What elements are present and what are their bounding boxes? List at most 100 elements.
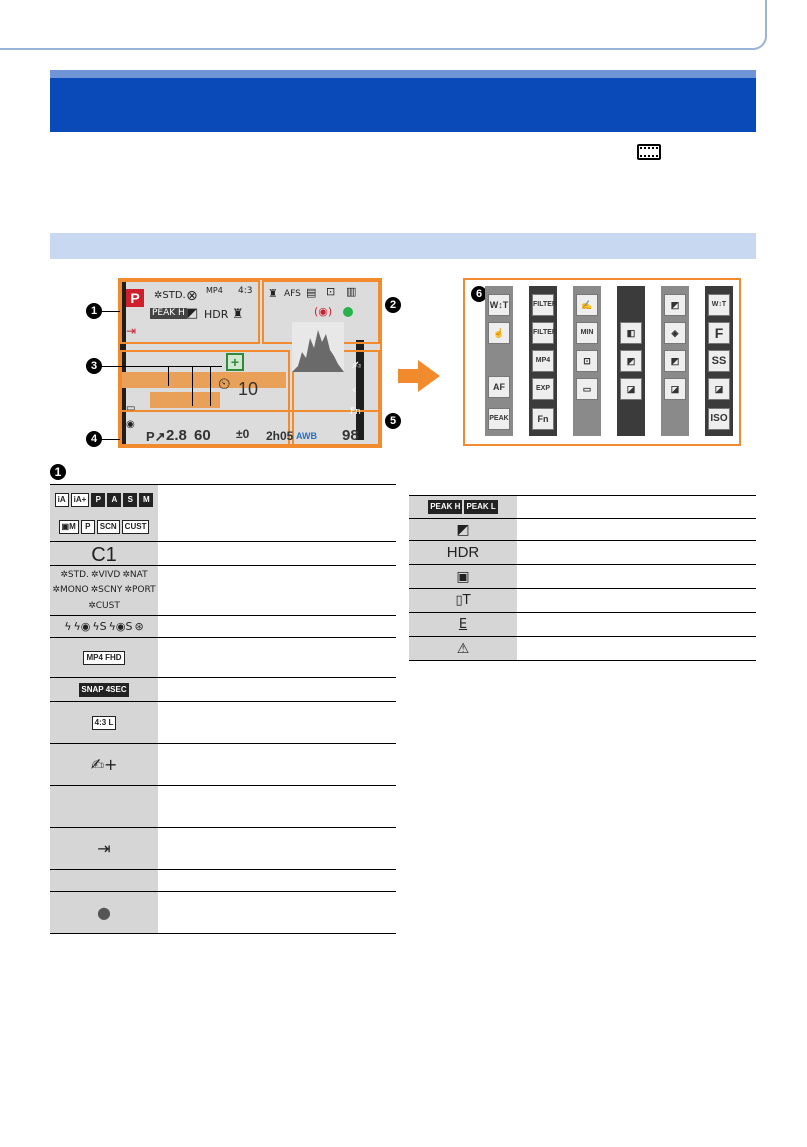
battery-icon: ▥ [346,285,357,298]
iso-tile[interactable]: ISO [708,408,730,430]
table-row: HDR [409,541,756,565]
burst-icon: ▤ [306,286,317,299]
row-description [158,892,396,933]
table-row: 4:3 L [50,702,396,744]
c1-label: C1 [91,544,117,566]
custom-icon: ✲CUST [88,601,120,612]
right-icon-table: PEAK H PEAK L ◩ HDR ▣ ▯T E ⚠ [409,495,756,661]
ae-lock-icon: ◉ [126,419,135,430]
camera-icon-cell: ● [50,892,158,933]
aperture-tile[interactable]: F [708,322,730,344]
touch-shutter-tile[interactable]: ☝ [488,322,510,344]
filter-effect-tile[interactable]: ✍ [576,294,598,316]
exposure-comp-tile[interactable]: ◪ [708,378,730,400]
snap-movie-icons: SNAP 4SEC [50,678,158,701]
time-stamp-icon: ▯T [455,593,471,608]
arrow-body [398,369,420,383]
recording-mode-badge: P [126,289,144,307]
custom-set-icon: C1 [50,542,158,566]
table-row: E [409,613,756,637]
touch-ae-tile[interactable]: AF [488,376,510,398]
row-description [517,613,756,636]
row-description [158,786,396,827]
multi-exposure-cell: ▣ [409,565,517,588]
exp-comp-tile[interactable]: ◪ [620,378,642,400]
level-icon: ♜ [232,307,244,322]
fn-tile[interactable]: Fn [532,408,554,430]
focus-indicator-dot [343,307,353,317]
panorama-icon: P [80,519,95,534]
table-row: ▣ [409,565,756,589]
callout-6: 6 [471,286,487,302]
electronic-shutter-cell: E [409,613,517,636]
std-icon: ✲STD. [60,569,89,580]
flash-slow-redeye-icon: ϟ◉S [108,620,133,633]
overheat-cell: ⚠ [409,637,517,660]
title-band-shade [50,70,756,78]
highlight-tile[interactable]: ◩ [664,294,686,316]
callout-3-leader-c [210,366,211,406]
area-4-box [120,410,380,446]
contrast-tile[interactable]: ◧ [620,322,642,344]
brightness-tile[interactable]: ◩ [620,350,642,372]
creative-icon: CUST [121,519,150,534]
filter-icon: ✍ [352,359,362,372]
callout-3-leader [102,366,222,367]
defocus-tile[interactable]: ⊡ [576,350,598,372]
metering-icon: (◉) [314,305,333,318]
camera-icon: ● [97,903,111,922]
callout-2: 2 [385,297,401,313]
white-balance-value: AWB [296,431,317,441]
stabilizer-icon: ♜ [268,287,278,300]
filter-effect-icon: ✍+ [50,744,158,785]
table-row: ϟ ϟ◉ ϟS ϟ◉S ⊛ [50,616,396,638]
format-tile[interactable]: MP4 [532,350,554,372]
comp-tile[interactable]: ◪ [664,378,686,400]
touch-peaking-tile[interactable]: PEAK [488,408,510,430]
shutter-speed-tile[interactable]: SS [708,350,730,372]
row-description [517,565,756,588]
callout-3: 3 [86,358,102,374]
highlight-shadow-icon: ◩ [186,306,199,321]
zoom-tile-2[interactable]: W↕T [708,294,730,316]
vivid-icon: ✲VIVD [90,569,121,580]
electronic-shutter-icon: E [458,617,468,632]
table-row: iA iA+ P A S M ▣M P SCN CUST [50,485,396,542]
table-row [50,870,396,892]
row-description [158,542,396,565]
section-band [50,233,756,259]
table-row: SNAP 4SEC [50,678,396,702]
picture-size-icons: 4:3 L [50,702,158,743]
filter-tile-1[interactable]: FILTER [532,294,557,316]
aperture-value: 2.8 [166,427,187,444]
callout-4: 4 [86,431,102,447]
multi-exposure-icon: ▣ [456,568,470,585]
min-tile[interactable]: MIN [576,322,598,344]
exposure-tile[interactable]: EXP [532,378,554,400]
tone-tile[interactable]: ◩ [664,350,686,372]
touch-zoom-tile[interactable]: W↕T [488,294,510,316]
snap-4sec-icon: SNAP 4SEC [79,682,129,697]
frame-tile[interactable]: ▭ [576,378,598,400]
aspect-icon: 4:3 [238,286,253,296]
portrait-icon: ✲PORT [124,585,156,596]
shadow-tile[interactable]: ◈ [664,322,686,344]
row-description [158,744,396,785]
table-row: ⚠ [409,637,756,661]
title-band [50,70,756,132]
afs-icon: AFS [284,289,301,299]
area-1-box [120,280,260,344]
table-callout-1: 1 [50,464,66,480]
filter-tile-2[interactable]: FILTER [532,322,557,344]
table-row: ⇥ [50,828,396,870]
peak-low-icon: PEAK L [464,500,498,514]
quality-icon: ⊡ [326,285,336,298]
row-description [517,589,756,612]
hdr-icon: HDR [446,544,480,561]
table-row: ◩ [409,519,756,541]
row-description [158,828,396,869]
fn-icon: Fn [350,407,361,417]
row-description [517,519,756,540]
row-description [517,637,756,660]
area-3-highlight-bottom [150,392,220,408]
